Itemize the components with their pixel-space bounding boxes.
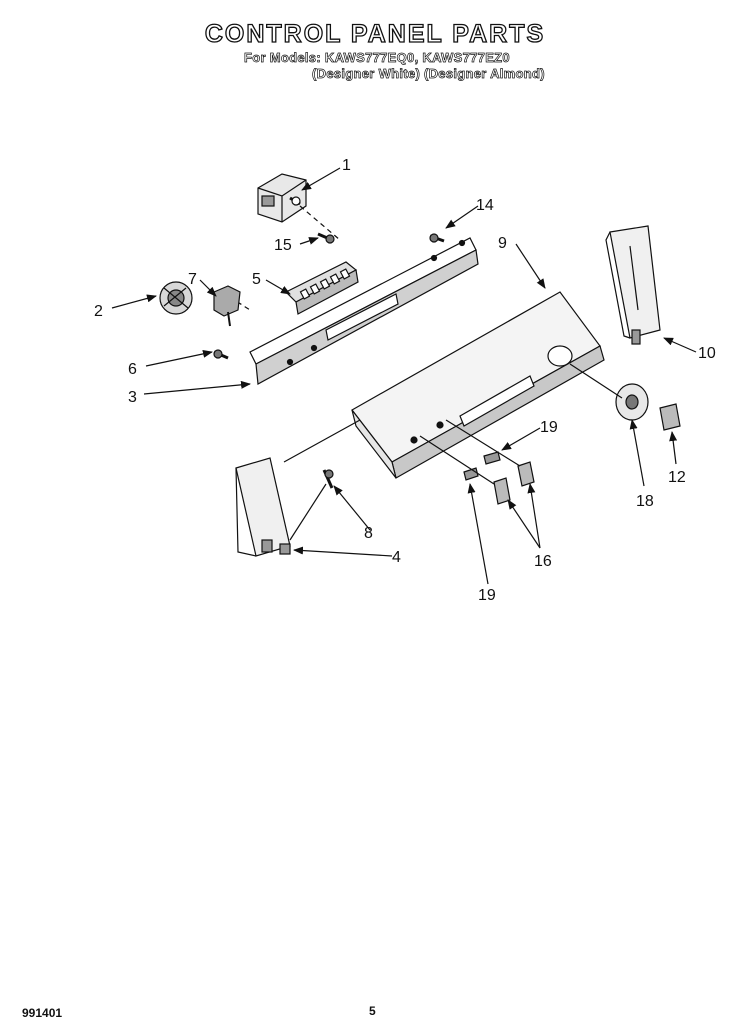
part-6-screw: [213, 349, 229, 360]
callout-1: 1: [342, 157, 351, 174]
callout-14: 14: [476, 197, 494, 214]
callout-19-lower: 19: [478, 587, 496, 604]
callout-15: 15: [274, 237, 292, 254]
part-14-screw: [429, 233, 445, 243]
part-8-screw: [322, 469, 334, 489]
callout-6: 6: [128, 361, 137, 378]
models-line: For Models: KAWS777EQ0, KAWS777EZ0: [244, 50, 510, 66]
part-15-screw: [317, 232, 335, 244]
callout-5: 5: [252, 271, 261, 288]
part-18-dial: [615, 383, 649, 421]
callout-4: 4: [392, 549, 401, 566]
part-10-end-cap: [605, 225, 661, 345]
part-3-bracket: [249, 237, 479, 385]
footer-code: 991401: [22, 1006, 63, 1020]
part-1-timer: [257, 173, 307, 223]
page-title: CONTROL PANEL PARTS: [204, 19, 546, 48]
callout-3: 3: [128, 389, 137, 406]
callout-16: 16: [534, 553, 552, 570]
part-7-switch: [213, 285, 241, 327]
colors-line: (Designer White) (Designer Almond): [312, 66, 545, 82]
callout-10: 10: [698, 345, 716, 362]
part-9-console: [351, 291, 605, 479]
part-12-knob: [659, 403, 681, 431]
callout-18: 18: [636, 493, 654, 510]
callout-8: 8: [364, 525, 373, 542]
callout-2: 2: [94, 303, 103, 320]
callout-7: 7: [188, 271, 197, 288]
callout-12: 12: [668, 469, 686, 486]
page-number: 5: [369, 1004, 376, 1018]
part-2-rotary-switch: [159, 281, 193, 315]
part-16-knobs: [493, 461, 535, 505]
part-5-switch-block: [284, 261, 359, 315]
part-4-end-cap: [235, 457, 291, 557]
callout-9: 9: [498, 235, 507, 252]
callout-19-upper: 19: [540, 419, 558, 436]
